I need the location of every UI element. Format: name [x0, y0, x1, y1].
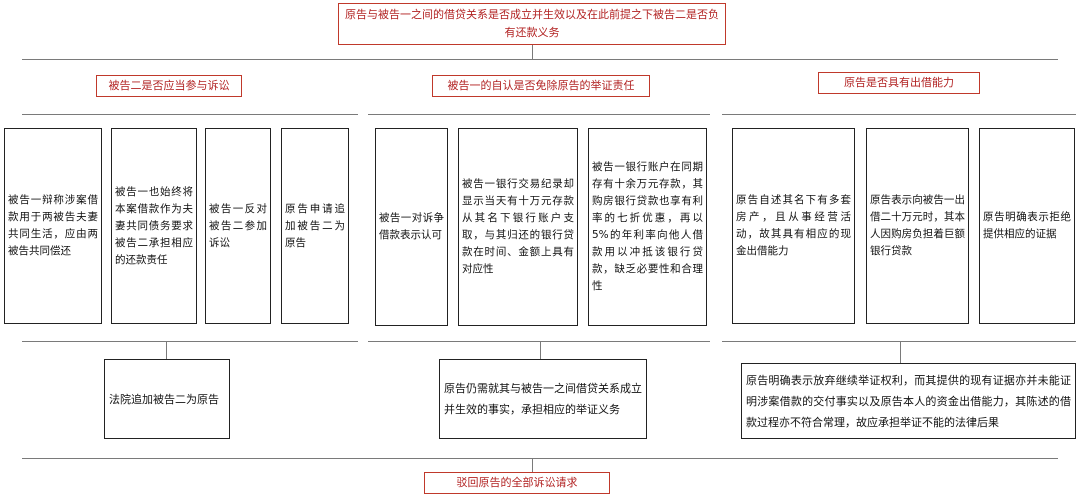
fact-box: 原告明确表示拒绝提供相应的证据 [979, 128, 1075, 324]
issue-box-3: 原告是否具有出借能力 [818, 72, 980, 94]
fact-text: 原告申请追加被告二为原告 [285, 202, 345, 249]
top-question-box: 原告与被告一之间的借贷关系是否成立并生效以及在此前提之下被告二是否负有还款义务 [338, 3, 726, 45]
top-question-text: 原告与被告一之间的借贷关系是否成立并生效以及在此前提之下被告二是否负有还款义务 [345, 8, 719, 39]
fact-box: 被告一辩称涉案借款用于两被告夫妻共同生活，应由两被告共同偿还 [4, 128, 102, 324]
conclusion-box-3: 原告明确表示放弃继续举证权利，而其提供的现有证据亦并未能证明涉案借款的交付事实以… [741, 363, 1076, 439]
fact-text: 被告一辩称涉案借款用于两被告夫妻共同生活，应由两被告共同偿还 [8, 194, 98, 257]
fact-box: 原告表示向被告一出借二十万元时，其本人因购房负担着巨额银行贷款 [866, 128, 969, 324]
fact-text: 原告明确表示拒绝提供相应的证据 [983, 211, 1071, 240]
fact-text: 被告一银行交易纪录却显示当天有十万元存款从其名下银行账户支取，与其归还的银行贷款… [462, 178, 574, 275]
conclusion-box-2: 原告仍需就其与被告一之间借贷关系成立并生效的事实，承担相应的举证义务 [439, 359, 647, 439]
connector [722, 341, 1076, 342]
final-result-text: 驳回原告的全部诉讼请求 [456, 476, 578, 489]
fact-box: 被告一银行交易纪录却显示当天有十万元存款从其名下银行账户支取，与其归还的银行贷款… [458, 128, 578, 326]
connector [532, 45, 533, 59]
fact-box: 被告一银行账户在同期存有十余万元存款，其购房银行贷款也享有利率的七折优惠，再以5… [588, 128, 707, 326]
conclusion-text: 法院追加被告二为原告 [109, 392, 219, 406]
conclusion-box-1: 法院追加被告二为原告 [104, 359, 230, 439]
connector [22, 114, 358, 115]
fact-box: 被告一对诉争借款表示认可 [375, 128, 448, 326]
connector [722, 114, 1076, 115]
fact-text: 原告自述其名下有多套房产，且从事经营活动，故其具有相应的现金出借能力 [736, 194, 851, 257]
fact-box: 被告一也始终将本案借款作为夫妻共同债务要求被告二承担相应的还款责任 [111, 128, 197, 324]
issue-box-2: 被告一的自认是否免除原告的举证责任 [432, 75, 650, 97]
connector [22, 458, 1058, 459]
issue-1-text: 被告二是否应当参与诉讼 [108, 79, 230, 92]
issue-3-text: 原告是否具有出借能力 [844, 76, 954, 89]
conclusion-text: 原告明确表示放弃继续举证权利，而其提供的现有证据亦并未能证明涉案借款的交付事实以… [746, 373, 1071, 429]
connector [22, 341, 358, 342]
conclusion-text: 原告仍需就其与被告一之间借贷关系成立并生效的事实，承担相应的举证义务 [444, 382, 642, 416]
fact-text: 被告一反对被告二参加诉讼 [209, 202, 267, 249]
connector [22, 59, 1058, 60]
connector [532, 458, 533, 472]
fact-text: 被告一银行账户在同期存有十余万元存款，其购房银行贷款也享有利率的七折优惠，再以5… [592, 161, 703, 292]
issue-box-1: 被告二是否应当参与诉讼 [96, 75, 242, 97]
fact-box: 原告自述其名下有多套房产，且从事经营活动，故其具有相应的现金出借能力 [732, 128, 855, 324]
connector [166, 341, 167, 359]
connector [368, 341, 710, 342]
fact-box: 被告一反对被告二参加诉讼 [205, 128, 271, 324]
final-result-box: 驳回原告的全部诉讼请求 [424, 472, 610, 494]
connector [540, 341, 541, 359]
fact-text: 被告一也始终将本案借款作为夫妻共同债务要求被告二承担相应的还款责任 [115, 185, 193, 266]
issue-2-text: 被告一的自认是否免除原告的举证责任 [447, 79, 635, 92]
fact-text: 被告一对诉争借款表示认可 [379, 212, 444, 241]
fact-box: 原告申请追加被告二为原告 [281, 128, 349, 324]
fact-text: 原告表示向被告一出借二十万元时，其本人因购房负担着巨额银行贷款 [870, 194, 965, 257]
connector [368, 114, 710, 115]
connector [900, 341, 901, 363]
